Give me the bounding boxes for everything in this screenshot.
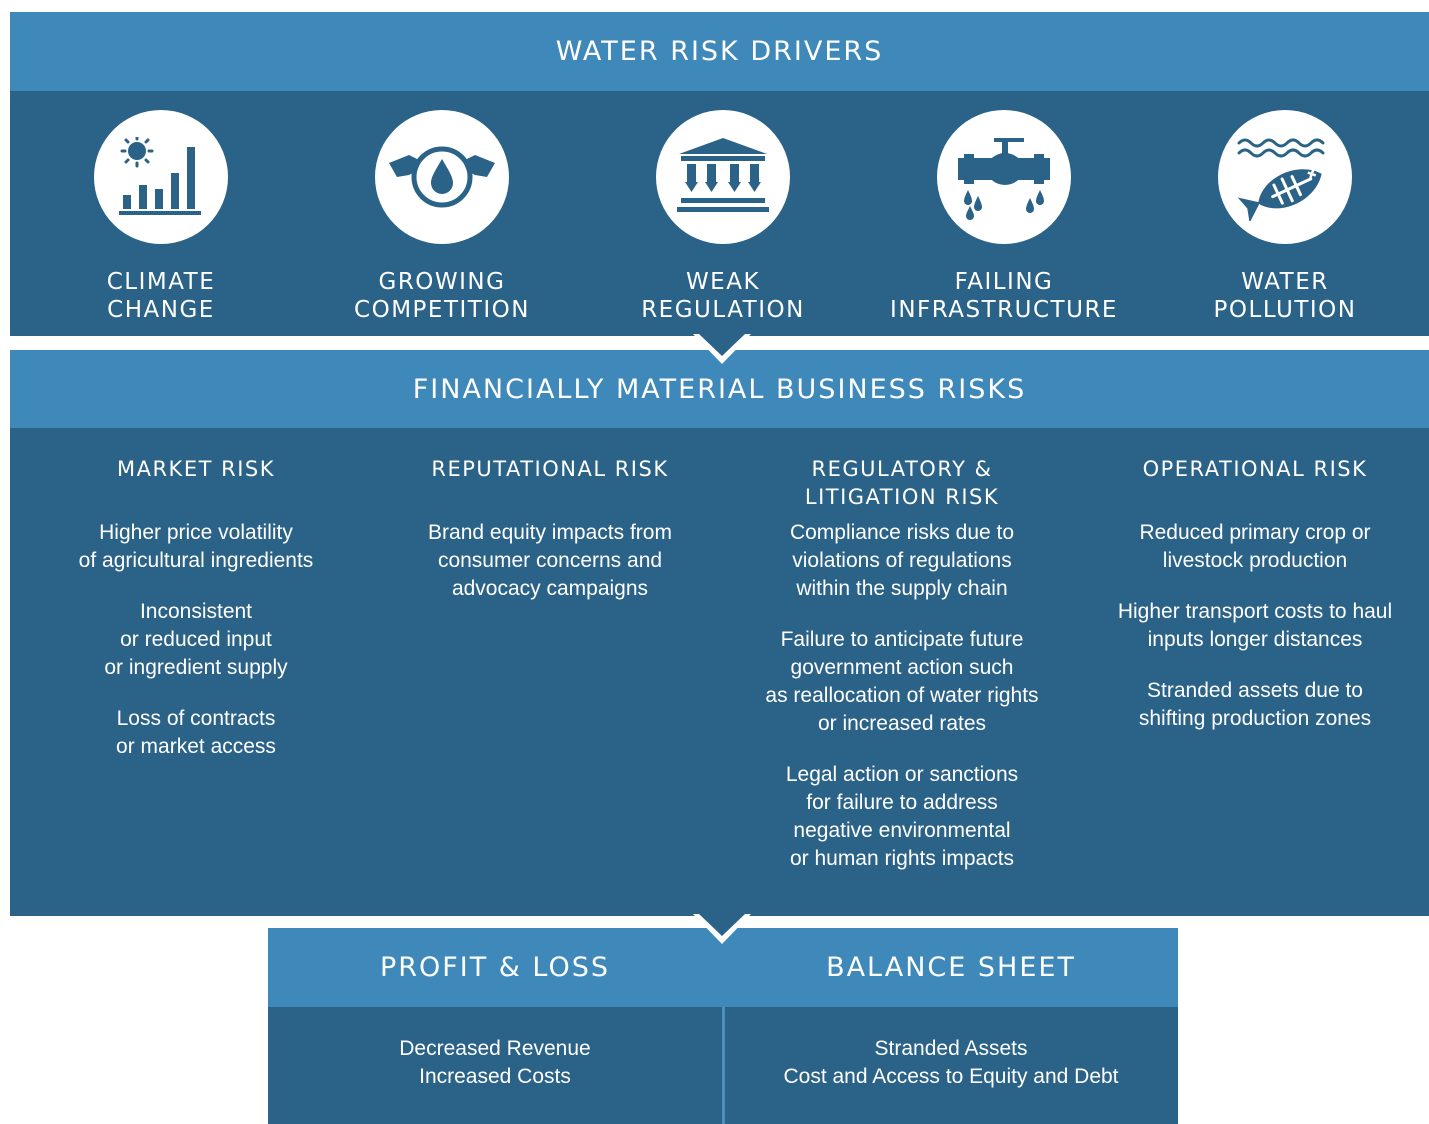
reputational-risk-column: REPUTATIONAL RISK Brand equity impacts f… (370, 455, 730, 626)
risk-item: Inconsistent or reduced input or ingredi… (104, 600, 288, 679)
risk-item: Reduced primary crop or livestock produc… (1139, 521, 1371, 572)
driver-label: WEAK REGULATION (641, 269, 805, 323)
connector-arrow-2 (693, 914, 751, 944)
balance-sheet-text: Stranded Assets Cost and Access to Equit… (783, 1037, 1119, 1088)
profit-loss-column: PROFIT & LOSS Decreased Revenue Increase… (268, 928, 722, 1124)
driver-label: CLIMATE CHANGE (106, 269, 216, 323)
leaking-pipe-icon (937, 110, 1071, 244)
driver-growing-competition: GROWING COMPETITION (312, 110, 572, 324)
drivers-header: WATER RISK DRIVERS (10, 12, 1429, 91)
column-divider (722, 1007, 725, 1124)
driver-label: FAILING INFRASTRUCTURE (890, 269, 1118, 323)
risk-item: Loss of contracts or market access (116, 707, 276, 758)
hands-water-drop-icon (375, 110, 509, 244)
profit-loss-title: PROFIT & LOSS (379, 952, 611, 983)
risk-item: Higher price volatility of agricultural … (78, 521, 314, 572)
connector-arrow-1 (693, 334, 751, 364)
driver-weak-regulation: WEAK REGULATION (593, 110, 853, 324)
risk-column-title: MARKET RISK (116, 457, 275, 481)
risks-body (10, 428, 1429, 916)
business-risks-panel: FINANCIALLY MATERIAL BUSINESS RISKS MARK… (10, 350, 1429, 916)
climate-chart-sun-icon (94, 110, 228, 244)
risk-item: Legal action or sanctions for failure to… (785, 763, 1019, 870)
risk-item: Stranded assets due to shifting producti… (1138, 679, 1372, 730)
balance-sheet-title: BALANCE SHEET (826, 952, 1076, 983)
water-risk-drivers-panel: WATER RISK DRIVERS (10, 12, 1429, 336)
driver-label: GROWING COMPETITION (354, 269, 530, 323)
risk-column-title: REGULATORY & LITIGATION RISK (804, 457, 1000, 509)
driver-failing-infrastructure: FAILING INFRASTRUCTURE (874, 110, 1134, 324)
market-risk-column: MARKET RISK Higher price volatility of a… (16, 455, 376, 784)
risk-item: Failure to anticipate future government … (765, 628, 1039, 735)
risk-column-title: OPERATIONAL RISK (1142, 457, 1368, 481)
dead-fish-icon (1218, 110, 1352, 244)
regulatory-litigation-risk-column: REGULATORY & LITIGATION RISK Compliance … (722, 455, 1082, 896)
balance-sheet-column: BALANCE SHEET Stranded Assets Cost and A… (724, 928, 1178, 1124)
driver-water-pollution: WATER POLLUTION (1155, 110, 1415, 324)
government-building-icon (656, 110, 790, 244)
financial-outcomes-panel: PROFIT & LOSS Decreased Revenue Increase… (268, 928, 1178, 1124)
risks-header: FINANCIALLY MATERIAL BUSINESS RISKS (10, 350, 1429, 428)
driver-climate-change: CLIMATE CHANGE (31, 110, 291, 324)
risk-item: Higher transport costs to haul inputs lo… (1117, 600, 1393, 651)
risk-item: Compliance risks due to violations of re… (789, 521, 1015, 600)
driver-label: WATER POLLUTION (1213, 269, 1357, 323)
risk-column-title: REPUTATIONAL RISK (431, 457, 669, 481)
operational-risk-column: OPERATIONAL RISK Reduced primary crop or… (1075, 455, 1429, 756)
profit-loss-text: Decreased Revenue Increased Costs (399, 1037, 591, 1088)
risk-item: Brand equity impacts from consumer conce… (428, 521, 672, 600)
